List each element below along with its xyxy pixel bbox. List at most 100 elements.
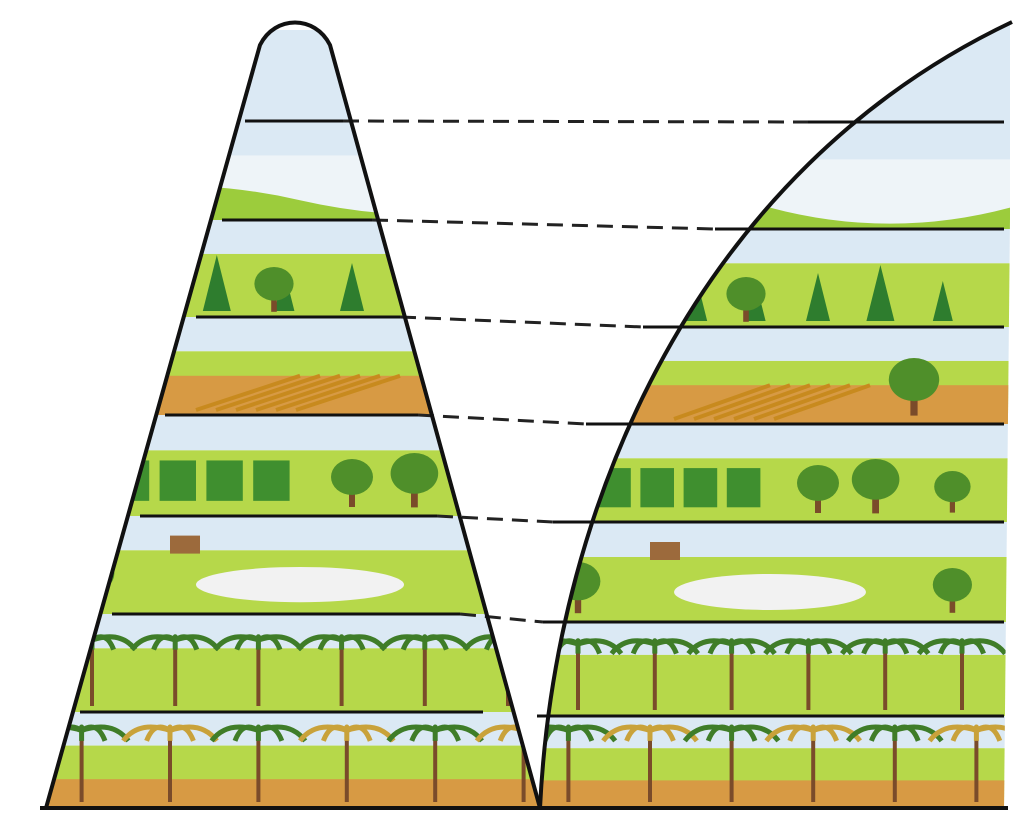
palm-trunk xyxy=(960,644,964,710)
zone-connector xyxy=(418,415,586,424)
palm-trunk xyxy=(974,731,978,803)
mountain-zone-palm-plantation xyxy=(40,614,560,712)
field-row xyxy=(160,460,196,500)
palm-trunk xyxy=(168,731,172,803)
palm-trunk xyxy=(433,731,437,803)
mountain-zone-alpine-meadow xyxy=(40,121,560,220)
palm-trunk xyxy=(806,644,810,710)
mountain-zone-conifer-forest xyxy=(40,220,560,317)
tree-crown xyxy=(726,277,765,311)
field-row xyxy=(640,468,674,507)
zone-ground xyxy=(40,254,560,317)
zone-sky xyxy=(40,415,560,450)
palm-frond xyxy=(70,637,92,650)
tree-trunk xyxy=(495,491,500,507)
tree-crown xyxy=(889,358,939,401)
palm-trunk xyxy=(883,644,887,710)
zone-connector xyxy=(400,317,643,327)
field-row xyxy=(727,468,761,507)
zone-sky xyxy=(530,229,1010,263)
field-row xyxy=(253,460,289,500)
palm-trunk xyxy=(173,640,177,706)
zone-sky xyxy=(530,122,1010,159)
field-row xyxy=(554,468,588,507)
palm-trunk xyxy=(811,731,815,803)
field-row xyxy=(66,460,102,500)
tree-crown xyxy=(933,568,972,602)
palm-trunk xyxy=(256,640,260,706)
palm-trunk xyxy=(730,644,734,710)
conifer-tree xyxy=(477,271,497,311)
palm-trunk xyxy=(730,731,734,803)
latitude-zone-tropical-palms xyxy=(522,716,1024,808)
zone-sky xyxy=(530,327,1010,361)
zone-sky xyxy=(40,121,560,156)
tropical-soil xyxy=(40,779,560,808)
latitude-zone-palm-plantation xyxy=(530,622,1010,716)
cotton-field xyxy=(674,574,866,610)
conifer-tree xyxy=(558,281,578,321)
latitude-zones xyxy=(522,20,1024,808)
palm-frond xyxy=(508,637,551,650)
tree-trunk xyxy=(89,586,95,605)
tree-crown xyxy=(797,465,839,501)
latitude-zone-conifer-forest xyxy=(530,229,1010,327)
palm-trunk xyxy=(566,731,570,803)
palm-trunk xyxy=(340,640,344,706)
palm-frond xyxy=(49,637,92,650)
farm-house xyxy=(170,536,200,554)
zone-ground xyxy=(40,450,560,516)
zone-sky xyxy=(40,317,560,351)
mountain-zone-tropical-palms xyxy=(35,712,571,808)
field-row xyxy=(684,468,718,507)
tree-crown xyxy=(479,465,515,496)
tree-crown xyxy=(331,459,373,495)
zone-sky xyxy=(530,424,1010,458)
zone-connector xyxy=(343,121,808,122)
tree-crown xyxy=(478,560,517,594)
tree-trunk xyxy=(495,588,501,605)
palm-trunk xyxy=(80,731,84,803)
mountain-altitude-zones xyxy=(35,30,571,808)
zone-sky xyxy=(40,30,560,121)
zone-sky xyxy=(530,20,1010,122)
latitude-zone-farm-cotton xyxy=(530,522,1010,622)
zone-sky xyxy=(40,614,560,648)
zone-connector xyxy=(372,220,715,229)
palm-trunk xyxy=(653,644,657,710)
tree-crown xyxy=(581,367,623,403)
tree-crown xyxy=(97,358,139,394)
palm-trunk xyxy=(345,731,349,803)
mountain-zone-fields-with-trees xyxy=(40,415,560,516)
tropical-soil xyxy=(530,780,1010,808)
palm-trunk xyxy=(576,644,580,710)
tree-crown xyxy=(852,459,900,500)
tree-crown xyxy=(391,453,439,494)
latitude-zone-fields-with-trees xyxy=(530,424,1010,522)
tree-crown xyxy=(254,267,293,301)
zone-ground xyxy=(40,648,560,712)
tree-trunk xyxy=(452,385,459,407)
conifer-tree xyxy=(72,271,92,311)
farm-house xyxy=(650,542,680,560)
palm-frond xyxy=(524,727,547,741)
mountain-zone-snow xyxy=(40,30,560,121)
conifer-tree xyxy=(406,255,434,311)
latitude-zone-alpine-meadow xyxy=(530,122,1010,229)
zone-sky xyxy=(530,522,1010,557)
conifer-tree xyxy=(137,263,161,311)
tree-crown xyxy=(431,349,481,392)
tree-trunk xyxy=(599,397,605,415)
zone-ground xyxy=(530,655,1010,716)
palm-trunk xyxy=(256,731,260,803)
field-row xyxy=(206,460,242,500)
palm-frond xyxy=(508,637,530,650)
latitude-zone-snow xyxy=(530,20,1010,122)
conifer-tree xyxy=(619,273,643,321)
tree-crown xyxy=(934,471,970,502)
latitude-zone-broadleaf-orchard xyxy=(530,327,1010,424)
palm-trunk xyxy=(893,731,897,803)
palm-trunk xyxy=(648,731,652,803)
tree-trunk xyxy=(115,388,121,406)
